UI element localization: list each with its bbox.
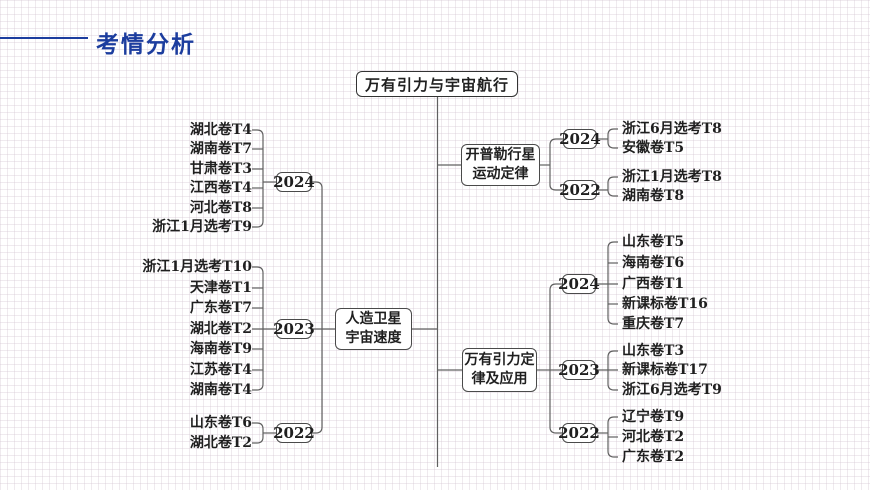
year-badge-left-2023: 2023: [273, 319, 315, 339]
exam-item: 湖北卷T2: [189, 435, 252, 451]
topic-label-line: 万有引力定: [464, 352, 535, 368]
year-badge-gravity-2024: 2024: [558, 274, 600, 294]
exam-item: 浙江1月选考T9: [152, 219, 252, 235]
topic-label-line: 开普勒行星: [465, 147, 536, 163]
kepler-2024-bracket: [607, 128, 618, 149]
exam-item: 广东卷T2: [622, 449, 685, 465]
exam-item: 湖南卷T4: [189, 382, 252, 398]
topic-label-line: 律及应用: [471, 371, 528, 387]
topic-node-gravity: 万有引力定 律及应用: [462, 348, 537, 392]
exam-item: 海南卷T6: [622, 255, 685, 271]
topic-label-line: 人造卫星: [345, 311, 402, 327]
exam-item: 河北卷T8: [189, 200, 252, 216]
year-badge-left-2022: 2022: [273, 423, 315, 443]
exam-item: 新课标卷T16: [622, 296, 708, 312]
exam-item: 山东卷T3: [622, 343, 685, 359]
exam-item: 甘肃卷T3: [189, 161, 252, 177]
topic-node-kepler: 开普勒行星 运动定律: [461, 144, 540, 186]
topic-node-satellite: 人造卫星 宇宙速度: [335, 308, 412, 350]
header-rule: [0, 37, 88, 39]
exam-item: 天津卷T1: [189, 280, 252, 296]
topic-label-line: 运动定律: [472, 166, 529, 182]
topic-label-line: 宇宙速度: [345, 330, 402, 346]
root-node-label: 万有引力与宇宙航行: [364, 75, 509, 94]
exam-item: 浙江6月选考T9: [622, 382, 722, 398]
exam-item: 广西卷T1: [622, 276, 685, 292]
exam-item: 浙江1月选考T8: [622, 169, 722, 185]
exam-item: 海南卷T9: [189, 341, 252, 357]
exam-item: 湖南卷T7: [189, 141, 252, 157]
exam-item: 山东卷T5: [622, 234, 685, 250]
page-title: 考情分析: [96, 32, 196, 58]
kepler-year-bracket: [549, 138, 563, 191]
year-badge-gravity-2022: 2022: [558, 423, 600, 443]
year-badge-kepler-2022: 2022: [559, 180, 601, 200]
exam-item: 安徽卷T5: [622, 140, 685, 156]
gravity-year-bracket: [549, 283, 562, 434]
gravity-2024-bracket: [607, 241, 618, 325]
exam-item: 浙江6月选考T8: [622, 121, 722, 137]
exam-item: 广东卷T7: [189, 300, 252, 316]
year-badge-gravity-2023: 2023: [558, 360, 600, 380]
left-year-bracket: [312, 181, 323, 434]
exam-item: 新课标卷T17: [622, 362, 708, 378]
year-badge-left-2024: 2024: [273, 172, 315, 192]
exam-item: 山东卷T6: [189, 415, 252, 431]
exam-item: 江西卷T4: [189, 180, 252, 196]
exam-item: 江苏卷T4: [189, 362, 252, 378]
left-2022-bracket: [252, 422, 264, 444]
root-node: 万有引力与宇宙航行: [356, 71, 518, 97]
gravity-2023-bracket: [607, 350, 618, 391]
exam-item: 浙江1月选考T10: [142, 259, 252, 275]
exam-item: 湖北卷T4: [189, 122, 252, 138]
exam-item: 河北卷T2: [622, 429, 685, 445]
year-badge-kepler-2024: 2024: [559, 129, 601, 149]
kepler-2022-bracket: [607, 176, 618, 197]
exam-item: 重庆卷T7: [622, 316, 685, 332]
exam-item: 辽宁卷T9: [622, 409, 685, 425]
left-2024-bracket: [252, 129, 264, 228]
exam-item: 湖南卷T8: [622, 188, 685, 204]
exam-item: 湖北卷T2: [189, 321, 252, 337]
